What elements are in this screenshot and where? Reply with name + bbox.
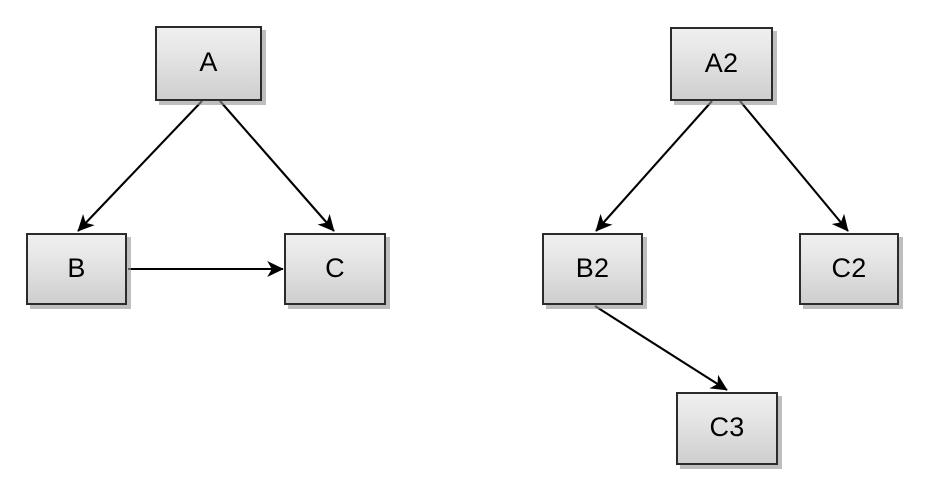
node-label-b: B: [67, 252, 86, 283]
edge-a2-to-c2[interactable]: [739, 100, 849, 232]
node-b2[interactable]: B2: [542, 233, 643, 305]
node-label-a2: A2: [704, 47, 739, 78]
node-label-c2: C2: [831, 252, 867, 283]
node-label-c: C: [325, 252, 345, 283]
node-b[interactable]: B: [26, 233, 127, 305]
node-c[interactable]: C: [284, 233, 386, 305]
node-label-c3: C3: [709, 412, 745, 442]
edges-group: [77, 100, 849, 391]
node-c2[interactable]: C2: [799, 233, 899, 305]
edge-a-to-b[interactable]: [77, 100, 203, 232]
node-label-a: A: [199, 47, 218, 77]
node-a[interactable]: A: [155, 26, 262, 101]
edge-b2-to-c3[interactable]: [594, 305, 728, 391]
node-c3[interactable]: C3: [676, 392, 778, 465]
node-a2[interactable]: A2: [670, 27, 773, 101]
edge-a-to-c[interactable]: [219, 100, 335, 232]
edge-a2-to-b2[interactable]: [595, 100, 713, 232]
node-label-b2: B2: [575, 252, 610, 283]
